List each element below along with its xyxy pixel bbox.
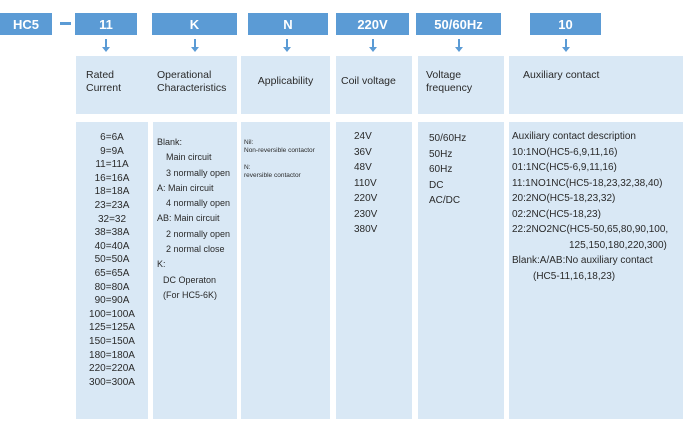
list-item: AC/DC [429,195,461,206]
list-item: 100=100A [89,308,135,320]
header-line: Applicability [257,75,314,87]
list-item: 180=180A [89,349,135,361]
header-line: Auxiliary contact [523,69,600,81]
list-item: 38=38A [94,227,130,239]
list-item: 36V [354,146,372,158]
list-item: 20:2NO(HC5-18,23,32) [512,193,616,204]
list-item: Blank: [157,137,183,147]
list-item: (HC5-11,16,18,23) [533,270,616,282]
code-coil-voltage-label: 220V [357,16,388,32]
header-line: frequency [426,82,473,94]
header-coil-voltage: Coil voltage [336,56,412,114]
list-item: 01:1NC(HC5-6,9,11,16) [512,162,617,173]
list-item: 125=125A [89,322,135,334]
list-item: 65=65A [94,267,130,279]
list-item: 230V [354,208,378,220]
arrow-down-icon [102,39,110,53]
code-operational: K [152,13,237,35]
list-item: 125,150,180,220,300) [569,239,667,251]
list-coil-voltage: 24V 36V 48V 110V 220V 230V 380V [336,122,412,419]
list-item: Non-reversible contactor [244,147,315,155]
header-line: Current [86,82,122,94]
code-applicability: N [248,13,328,35]
header-line: Rated [86,69,115,81]
list-item: 11:1NO1NC(HC5-18,23,32,38,40) [512,177,663,189]
list-item: 2 normal close [166,244,225,255]
code-operational-label: K [189,16,200,32]
arrow-down-icon [369,39,377,53]
list-item: K: [157,259,166,270]
list-item: 80=80A [94,281,130,293]
header-operational: Operational Characteristics [153,56,237,114]
arrow-down-icon [562,39,570,53]
list-operational: Blank: Main circuit 3 normally open A: M… [153,122,237,419]
list-item: A: Main circuit [157,182,214,193]
list-applicability: Nil: Non-reversible contactor N: reversi… [241,122,330,419]
header-line: Characteristics [157,82,227,94]
code-frequency-label: 50/60Hz [434,16,483,32]
header-frequency: Voltage frequency [418,56,504,114]
list-item: 220V [354,193,378,204]
arrow-down-icon [191,39,199,53]
list-item: Blank:A/AB:No auxiliary contact [512,255,653,266]
list-item: 90=90A [94,295,130,307]
list-item: 50/60Hz [429,133,467,144]
list-rated-current: 6=6A 9=9A 11=11A 16=16A 18=18A 23=23A 32… [76,122,148,419]
list-item: AB: Main circuit [157,213,220,224]
list-item: 40=40A [94,240,130,252]
list-item: 24V [354,131,372,142]
arrow-down-icon [283,39,291,53]
header-line: Operational [157,69,212,81]
list-item: 11=11A [95,159,129,171]
list-item: 50=50A [94,254,130,266]
code-series: HC5 [0,13,52,35]
header-line: Coil voltage [341,75,396,87]
list-item: 9=9A [100,145,124,157]
list-item: 2 normally open [166,228,231,239]
list-item: 220=220A [89,363,135,375]
dash-separator [60,22,71,25]
list-item: 6=6A [100,132,124,143]
list-item: 32=32 [97,213,127,225]
list-item: 3 normally open [166,167,231,178]
list-item: 16=16A [94,172,130,184]
list-item: 150=150A [89,335,135,347]
list-item: 02:2NC(HC5-18,23) [512,208,601,220]
list-item: DC Operaton [163,274,217,285]
code-rated-current-label: 11 [99,16,113,32]
list-item: 23=23A [94,199,130,211]
list-item: 300=300A [89,376,135,388]
list-item: 10:1NO(HC5-6,9,11,16) [512,146,618,158]
list-item: reversible contactor [244,172,301,180]
list-item: 4 normally open [166,198,231,209]
list-item: Main circuit [166,152,212,163]
code-auxiliary-label: 10 [558,16,573,32]
list-item: 380V [354,224,378,235]
list-item: 18=18A [94,186,130,198]
list-item: Auxiliary contact description [512,131,636,142]
header-auxiliary: Auxiliary contact [509,56,683,114]
list-item: DC [429,179,444,191]
list-item: 60Hz [429,164,453,175]
list-auxiliary: Auxiliary contact description 10:1NO(HC5… [509,122,683,419]
code-applicability-label: N [283,16,293,32]
list-item: 22:2NO2NC(HC5-50,65,80,90,100, [512,224,669,235]
list-item: N: [244,163,251,171]
code-frequency: 50/60Hz [416,13,501,35]
list-frequency: 50/60Hz 50Hz 60Hz DC AC/DC [418,122,504,419]
list-item: (For HC5-6K) [163,289,218,300]
code-rated-current: 11 [75,13,137,35]
list-item: 48V [354,162,372,173]
list-item: 50Hz [429,148,453,160]
arrow-down-icon [455,39,463,53]
header-applicability: Applicability [241,56,330,114]
header-line: Voltage [426,69,462,81]
code-series-label: HC5 [12,16,39,32]
code-auxiliary: 10 [530,13,601,35]
code-coil-voltage: 220V [336,13,409,35]
list-item: 110V [354,177,377,189]
list-item: Nil: [244,139,254,146]
